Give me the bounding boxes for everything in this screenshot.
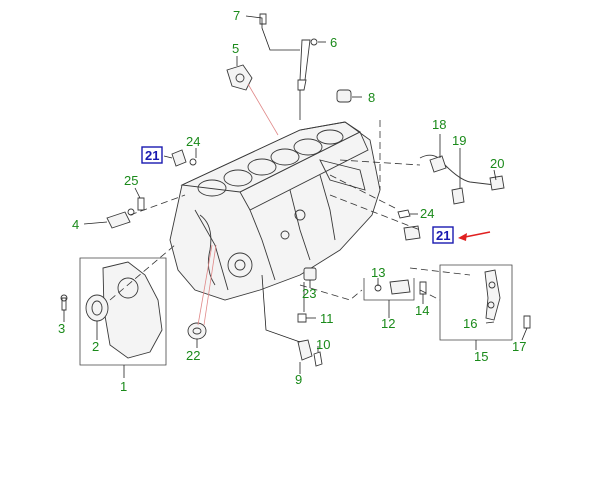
red-arrow bbox=[458, 231, 491, 241]
part-24-washer-upper bbox=[189, 158, 197, 166]
callout-5: 5 bbox=[232, 41, 239, 56]
part-18-19-20-wiring-harness bbox=[419, 154, 505, 205]
callout-21-lower: 21 bbox=[432, 226, 454, 244]
callout-9: 9 bbox=[295, 372, 302, 387]
leader-lines bbox=[63, 15, 528, 378]
pink-leader-lines bbox=[197, 83, 279, 326]
part-23-plug bbox=[303, 267, 317, 281]
callout-10: 10 bbox=[316, 337, 330, 352]
callout-labels: 1 2 3 4 5 6 7 8 9 10 11 12 13 14 15 16 1… bbox=[58, 8, 526, 394]
callout-16: 16 bbox=[463, 316, 477, 331]
callout-15: 15 bbox=[474, 349, 488, 364]
part-5-gasket bbox=[226, 64, 253, 91]
group-bracket-15 bbox=[439, 264, 513, 341]
part-25-bolt bbox=[137, 197, 145, 211]
part-11-bolt bbox=[297, 313, 307, 323]
callout-22: 22 bbox=[186, 348, 200, 363]
callout-7: 7 bbox=[233, 8, 240, 23]
callout-20: 20 bbox=[490, 156, 504, 171]
part-7-bolt bbox=[259, 13, 267, 25]
assembly-dash-lines bbox=[109, 120, 471, 301]
callout-2: 2 bbox=[92, 339, 99, 354]
part-21-sensor-upper bbox=[171, 149, 187, 167]
engine-block bbox=[169, 121, 381, 301]
callout-19: 19 bbox=[452, 133, 466, 148]
callout-24-upper: 24 bbox=[186, 134, 200, 149]
part-6-dipstick-tube bbox=[297, 38, 318, 91]
part-12-13-sensor-assembly bbox=[374, 279, 411, 295]
part-2-seal bbox=[85, 294, 109, 322]
svg-text:21: 21 bbox=[145, 148, 159, 163]
callout-3: 3 bbox=[58, 321, 65, 336]
callout-12: 12 bbox=[381, 316, 395, 331]
callout-1: 1 bbox=[120, 379, 127, 394]
callout-17: 17 bbox=[512, 339, 526, 354]
callout-4: 4 bbox=[72, 217, 79, 232]
callout-23: 23 bbox=[302, 286, 316, 301]
part-21-sensor-lower bbox=[403, 225, 421, 241]
part-24-washer-lower bbox=[397, 209, 411, 219]
part-4-sensor bbox=[106, 208, 135, 229]
svg-text:21: 21 bbox=[436, 228, 450, 243]
part-17-bolt bbox=[523, 315, 531, 329]
callout-18: 18 bbox=[432, 117, 446, 132]
callout-25: 25 bbox=[124, 173, 138, 188]
part-9-sensor bbox=[297, 339, 313, 361]
part-10-bolt bbox=[313, 351, 323, 367]
part-22-plug bbox=[187, 322, 207, 340]
callout-8: 8 bbox=[368, 90, 375, 105]
group-bracket-1 bbox=[79, 257, 167, 366]
callout-21-upper: 21 bbox=[141, 146, 163, 164]
callout-14: 14 bbox=[415, 303, 429, 318]
part-1-rear-cover-plate bbox=[102, 261, 163, 359]
part-15-16-bracket-assembly bbox=[484, 269, 501, 321]
callout-13: 13 bbox=[371, 265, 385, 280]
part-8-plug bbox=[336, 89, 352, 103]
callout-11: 11 bbox=[320, 311, 334, 326]
callout-24-lower: 24 bbox=[420, 206, 434, 221]
callout-6: 6 bbox=[330, 35, 337, 50]
part-3-bolt bbox=[60, 294, 68, 311]
